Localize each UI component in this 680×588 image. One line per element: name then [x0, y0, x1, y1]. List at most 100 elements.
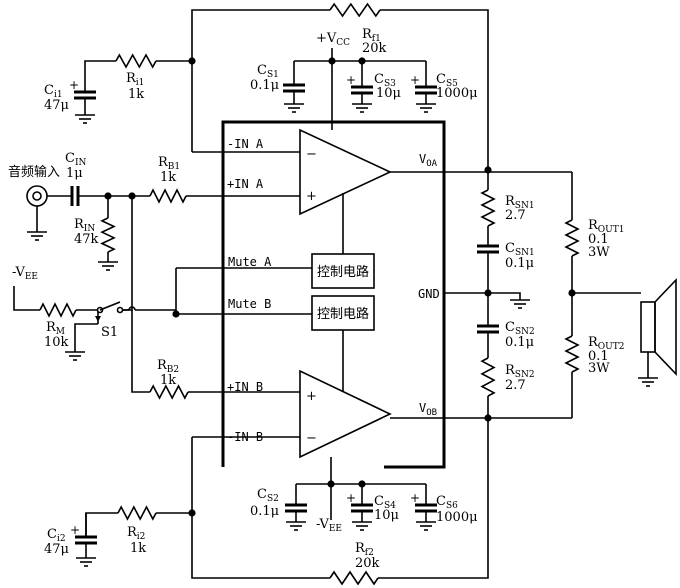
- rm-name: RM: [46, 320, 65, 337]
- pin-mute-b-main: Mute B: [228, 297, 271, 311]
- rb1-name: RB1: [158, 155, 180, 172]
- switch-arrow: [95, 316, 101, 322]
- cs4-name: CS4: [374, 494, 396, 511]
- cs6-name: CS6: [436, 494, 458, 511]
- opamp-a-plus: +: [306, 189, 317, 204]
- rf1-value-main: 20k: [362, 41, 387, 56]
- cs3-name-sub: S3: [384, 79, 396, 89]
- pin-in-neg-b-main: -IN B: [227, 430, 263, 444]
- rb2-name-sub: B2: [167, 365, 179, 375]
- cs2-value-main: 0.1μ: [250, 504, 279, 519]
- cs4-cap-plus: +: [346, 491, 356, 505]
- audio-jack-icon: [26, 185, 48, 207]
- rb2-value: 1k: [160, 373, 176, 388]
- ci2-value: 47μ: [44, 542, 69, 557]
- pin-voa-main: V: [419, 152, 426, 166]
- rb2-name-main: R: [157, 358, 168, 373]
- ci1-cap-plus: +: [69, 78, 79, 92]
- cin-name-sub: IN: [75, 158, 87, 168]
- speaker-icon: [654, 278, 677, 376]
- rout2-value2-main: 3W: [588, 361, 610, 376]
- cs1-value: 0.1μ: [250, 78, 279, 93]
- rin-value: 47k: [74, 232, 99, 247]
- ri2-name-sub: i2: [137, 532, 146, 542]
- opamp-b-minus: −: [306, 431, 317, 446]
- rsn2-name: RSN2: [505, 363, 535, 380]
- wire: [131, 310, 150, 393]
- cs1-name: CS1: [257, 63, 279, 80]
- rout1-value2-main: 3W: [588, 245, 610, 260]
- ci1-name: Ci1: [44, 83, 63, 100]
- rsn1-resistor: [480, 189, 496, 227]
- cs4-name-sub: S4: [384, 501, 396, 511]
- wire: [444, 292, 521, 300]
- wire: [122, 196, 133, 311]
- junction-dot: [328, 57, 336, 65]
- ci2-value-main: 47μ: [44, 542, 69, 557]
- cs4-value: 10μ: [374, 508, 399, 523]
- rf2-name-main: R: [355, 541, 366, 556]
- pin-vee-main: -V: [316, 517, 329, 532]
- pin-vee-sub: EE: [329, 524, 342, 534]
- cs2-name: CS2: [257, 487, 279, 504]
- switch-s1-label: S1: [101, 325, 118, 340]
- rsn2-name-main: R: [505, 363, 516, 378]
- rsn1-name: RSN1: [505, 194, 535, 211]
- pin-in-neg-a-main: -IN A: [227, 137, 264, 151]
- control-circuit-b-label: 控制电路: [317, 306, 369, 322]
- control-circuit-b: [311, 295, 375, 331]
- rb2-value-main: 1k: [160, 373, 176, 388]
- cs6-value-main: 1000μ: [436, 510, 478, 525]
- rout1-name-sub: OUT1: [598, 225, 625, 235]
- cs2-name-sub: S2: [267, 494, 279, 504]
- rout2-name: ROUT2: [588, 335, 625, 352]
- pin-in-pos-a-main: +IN A: [227, 177, 264, 191]
- cs5-value: 1000μ: [436, 86, 478, 101]
- cs5-name-sub: S5: [446, 79, 458, 89]
- wire: [378, 418, 489, 579]
- rf2-name: Rf2: [355, 541, 374, 558]
- rb1-resistor: [149, 188, 187, 204]
- wiring: [13, 9, 649, 579]
- ri1-resistor: [115, 53, 157, 69]
- wire: [74, 323, 98, 352]
- switch-s1-label-main: S1: [101, 325, 118, 340]
- components: [26, 2, 677, 586]
- rm-name-main: R: [46, 320, 57, 335]
- cs3-name-main: C: [374, 72, 384, 87]
- rin-resistor: [100, 217, 116, 253]
- rout2-value: 0.1: [588, 349, 609, 364]
- csn1-value-main: 0.1μ: [505, 256, 534, 271]
- rin-name: RIN: [74, 217, 95, 234]
- cs2-value: 0.1μ: [250, 504, 279, 519]
- wire: [84, 60, 116, 92]
- pin-in-neg-a: -IN A: [227, 137, 264, 151]
- audio-input-label: 音频输入: [8, 164, 60, 180]
- audio-jack-icon: [32, 191, 42, 201]
- rsn2-resistor: [480, 357, 496, 397]
- wire: [85, 512, 118, 537]
- pin-vob-main: V: [419, 401, 426, 415]
- rout1-value-main: 0.1: [588, 232, 609, 247]
- cs5-name: CS5: [436, 72, 458, 89]
- rin-value-main: 47k: [74, 232, 99, 247]
- cs5-cap-plus: +: [410, 73, 420, 87]
- cin-value: 1μ: [66, 166, 83, 181]
- ri2-resistor: [117, 505, 157, 521]
- ci1-value-main: 47μ: [44, 98, 69, 113]
- csn1-name: CSN1: [505, 241, 535, 258]
- rout1-resistor: [564, 219, 580, 257]
- pin-vee: -VEE: [316, 517, 342, 534]
- rin-name-sub: IN: [84, 224, 96, 234]
- rf1-value: 20k: [362, 41, 387, 56]
- crossover-arc: [128, 306, 136, 311]
- opamp-a-minus: −: [306, 147, 317, 162]
- rout1-name-main: R: [588, 218, 599, 233]
- cs5-name-main: C: [436, 72, 446, 87]
- rout2-resistor: [564, 335, 580, 373]
- opamp-b-plus: +: [306, 389, 317, 404]
- vee-supply-label-main: -V: [12, 265, 25, 280]
- pin-gnd-main: GND: [418, 287, 440, 301]
